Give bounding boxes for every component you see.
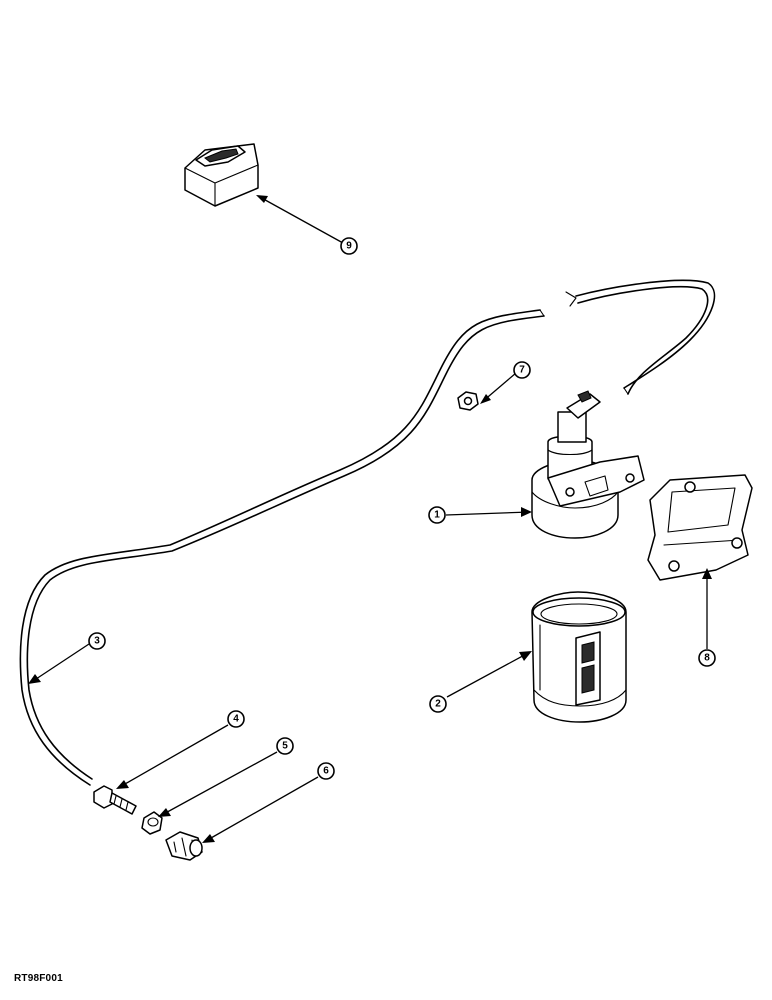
filter-head-part	[531, 390, 645, 539]
nut-fitting-part	[165, 831, 203, 861]
arrowhead-5	[158, 808, 171, 817]
nut-part	[457, 391, 479, 411]
filter-bowl-part	[531, 591, 627, 723]
callout-1: 1	[428, 506, 446, 524]
callout-2: 2	[429, 695, 447, 713]
callout-1-label: 1	[434, 510, 440, 521]
callout-3: 3	[88, 632, 106, 650]
callout-6: 6	[317, 762, 335, 780]
arrowhead-6	[202, 834, 215, 843]
leader-6	[203, 776, 319, 843]
callout-9-label: 9	[346, 241, 352, 252]
callout-5-label: 5	[282, 741, 288, 752]
leader-9	[257, 195, 344, 244]
callout-8-label: 8	[704, 653, 710, 664]
callout-8: 8	[698, 649, 716, 667]
callout-9: 9	[340, 237, 358, 255]
callout-4-label: 4	[233, 714, 239, 725]
sleeve-part	[141, 811, 163, 835]
figure-reference-code: RT98F001	[14, 973, 63, 984]
callout-7-label: 7	[519, 365, 525, 376]
arrowhead-3	[28, 674, 41, 684]
arrowhead-2	[519, 651, 532, 661]
callout-5: 5	[276, 737, 294, 755]
callout-3-label: 3	[94, 636, 100, 647]
arrowhead-9	[256, 195, 268, 203]
tubing-line-part	[19, 279, 716, 786]
leader-lines	[28, 195, 712, 843]
rocker-switch-part	[184, 143, 259, 207]
leader-5	[159, 751, 278, 817]
callout-6-label: 6	[323, 766, 329, 777]
leader-4	[117, 724, 229, 789]
leader-2	[446, 651, 531, 698]
leader-3	[29, 643, 90, 684]
callout-4: 4	[227, 710, 245, 728]
leader-1	[445, 511, 531, 516]
callout-7: 7	[513, 361, 531, 379]
fitting-part	[93, 785, 137, 815]
arrowhead-4	[116, 780, 129, 789]
callout-2-label: 2	[435, 699, 441, 710]
arrowhead-7	[480, 394, 491, 404]
mounting-bracket-part	[647, 474, 753, 581]
arrowhead-8	[702, 568, 712, 579]
arrowhead-1	[521, 507, 532, 517]
